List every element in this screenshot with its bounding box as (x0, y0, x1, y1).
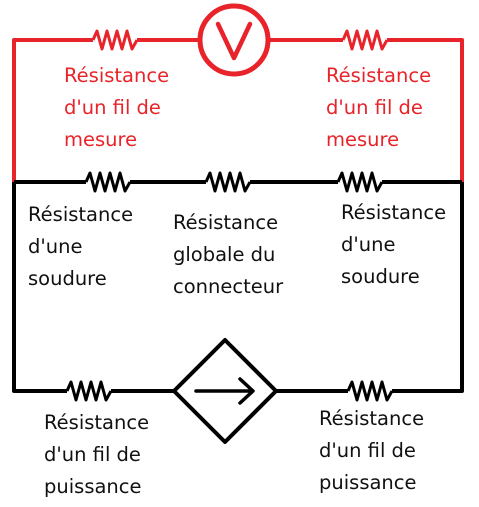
voltmeter (197, 3, 271, 77)
resistor-measure-right (341, 29, 389, 51)
label-line: d'un fil de (64, 96, 161, 119)
resistor-power-left (65, 380, 113, 402)
measure-wire-left (12, 38, 93, 182)
label-line: puissance (44, 475, 142, 498)
label-line: globale du (173, 243, 276, 266)
label-line: puissance (319, 471, 417, 494)
label-line: d'un fil de (44, 443, 141, 466)
resistor-measure-left (91, 29, 139, 51)
label-power-left: Résistance d'un fil de puissance (44, 407, 149, 503)
measure-wire-right (387, 38, 464, 182)
resistor-solder-right (336, 171, 384, 193)
label-line: Résistance (28, 203, 134, 226)
label-solder-left: Résistance d'une soudure (28, 199, 133, 295)
label-line: d'un fil de (319, 439, 416, 462)
label-measure-right: Résistance d'un fil de mesure (326, 60, 431, 156)
voltmeter-circle (197, 3, 271, 77)
label-line: soudure (341, 265, 420, 288)
label-line: Résistance (44, 411, 150, 434)
label-line: d'un fil de (326, 96, 423, 119)
label-line: Résistance (173, 211, 279, 234)
label-line: connecteur (173, 275, 284, 298)
label-line: d'une (341, 233, 396, 256)
label-line: Résistance (341, 201, 447, 224)
label-line: Résistance (326, 64, 432, 87)
label-connector: Résistance globale du connecteur (173, 207, 283, 303)
power-loop (12, 171, 464, 444)
resistor-solder-left (84, 171, 132, 193)
arrow-right-icon (194, 377, 255, 405)
label-measure-left: Résistance d'un fil de mesure (64, 60, 169, 156)
current-source (172, 338, 278, 444)
resistor-power-right (346, 380, 394, 402)
label-line: mesure (326, 128, 400, 151)
label-line: mesure (64, 128, 138, 151)
power-wire-sides (12, 182, 464, 393)
voltmeter-v-icon (215, 21, 253, 61)
label-line: soudure (28, 267, 107, 290)
label-solder-right: Résistance d'une soudure (341, 197, 446, 293)
label-line: Résistance (64, 64, 170, 87)
measure-loop (12, 3, 464, 182)
label-line: d'une (28, 235, 83, 258)
resistor-connector (204, 171, 252, 193)
label-line: Résistance (319, 407, 425, 430)
label-power-right: Résistance d'un fil de puissance (319, 403, 424, 499)
